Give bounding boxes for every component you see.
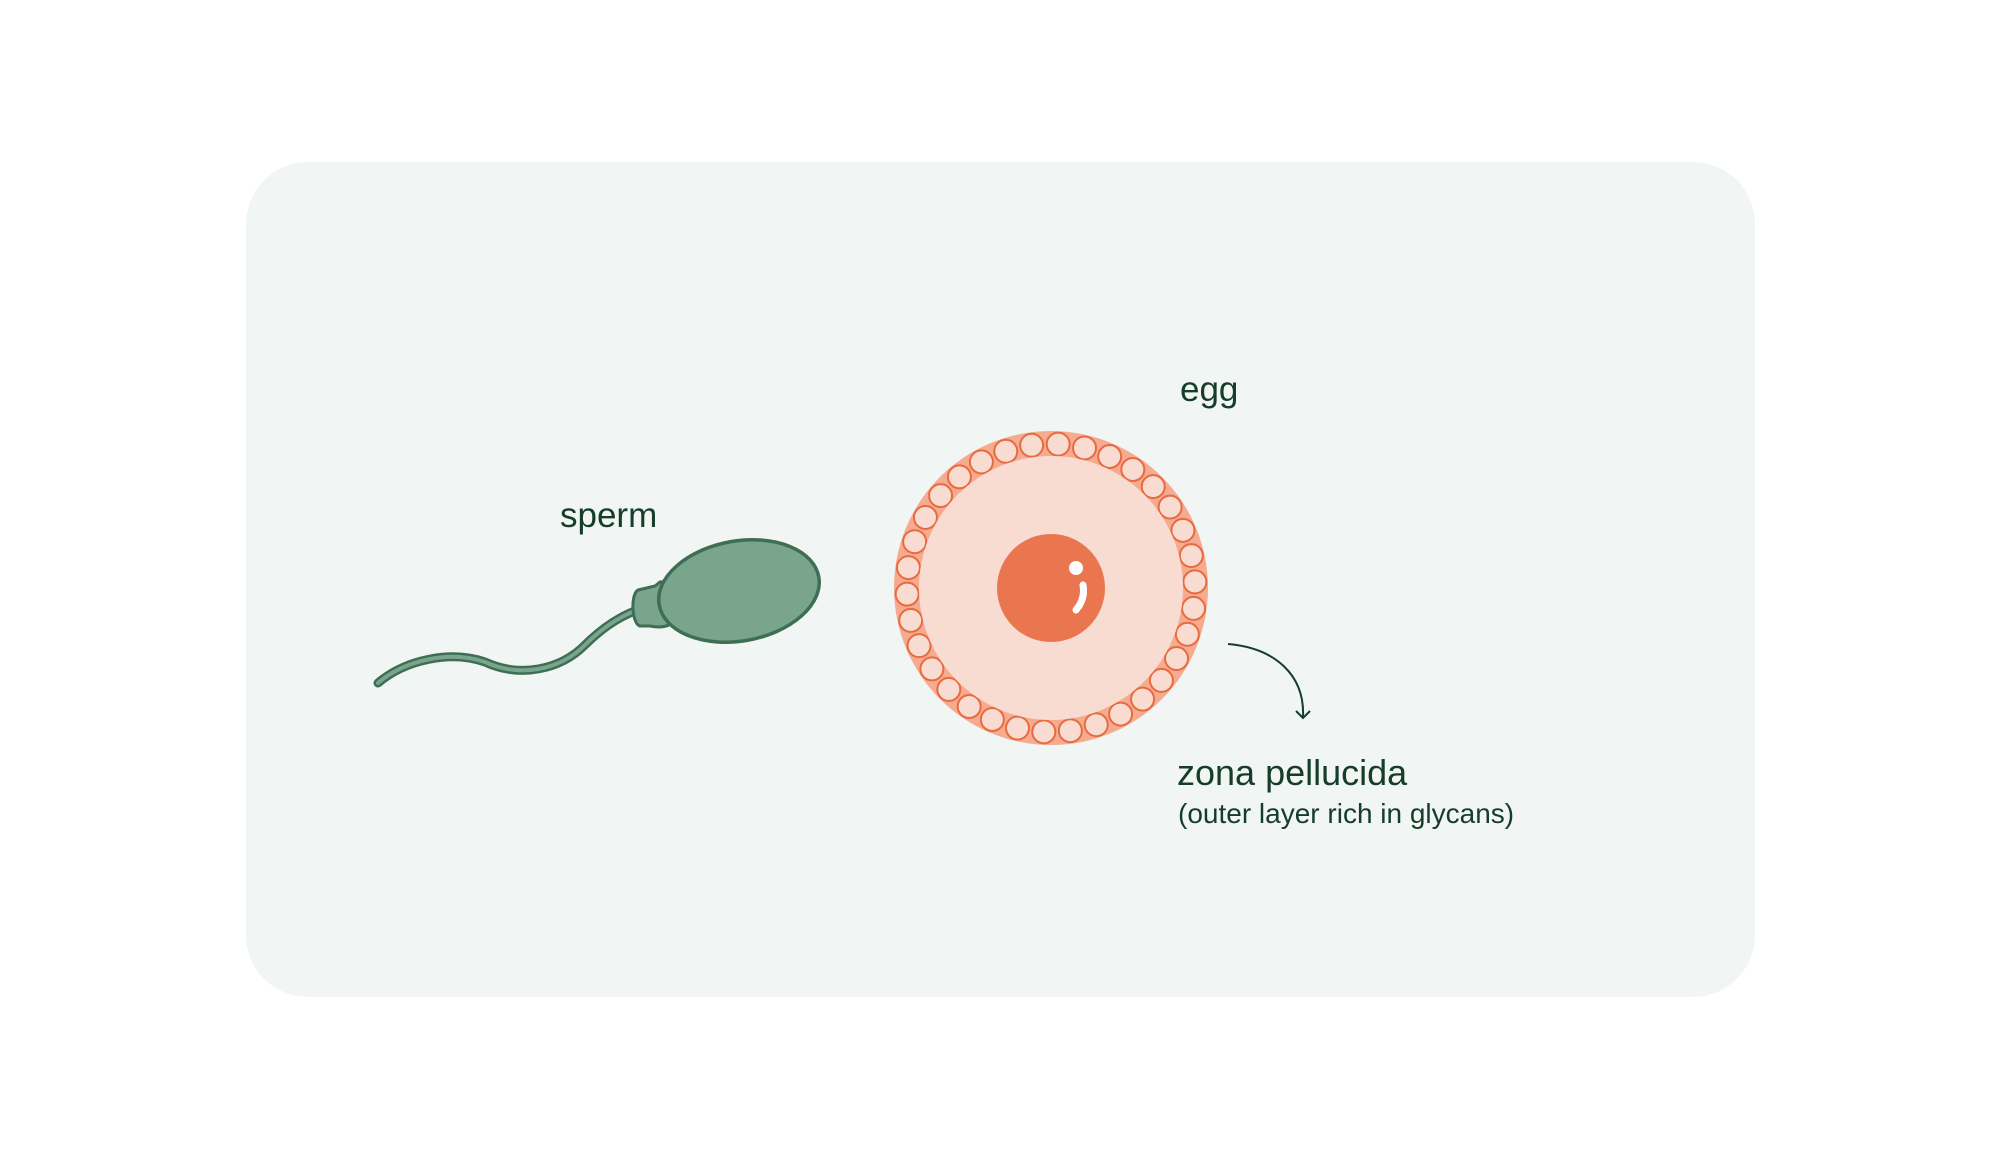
- corona-cell: [979, 707, 1005, 733]
- corona-cell: [1130, 686, 1156, 712]
- corona-cell: [1057, 718, 1083, 744]
- nucleus-highlight-dot: [1069, 561, 1083, 575]
- corona-cell: [895, 555, 921, 581]
- corona-cell: [1164, 646, 1190, 672]
- egg-nucleus: [997, 534, 1105, 642]
- corona-cell: [1182, 569, 1208, 595]
- corona-cell: [894, 581, 920, 607]
- corona-cell: [1108, 701, 1134, 727]
- corona-cell: [968, 449, 994, 475]
- zona-pellucida-label: zona pellucida: [1177, 752, 1408, 793]
- corona-cell: [1045, 431, 1071, 457]
- sperm-illustration: [373, 538, 821, 688]
- zona-pellucida-note: (outer layer rich in glycans): [1178, 798, 1515, 829]
- sperm-label: sperm: [560, 496, 658, 535]
- zona-pointer-arrow: [1227, 643, 1311, 720]
- corona-cell: [902, 529, 928, 555]
- corona-cell: [1157, 494, 1183, 520]
- corona-cell: [1178, 543, 1204, 569]
- corona-cell: [919, 656, 945, 682]
- corona-cell: [1120, 457, 1146, 483]
- corona-cell: [1019, 432, 1045, 458]
- corona-cell: [912, 504, 938, 530]
- corona-cell: [1181, 595, 1207, 621]
- corona-cell: [993, 438, 1019, 464]
- corona-cell: [1148, 667, 1174, 693]
- corona-cell: [946, 464, 972, 490]
- corona-cell: [1140, 474, 1166, 500]
- corona-cell: [936, 676, 962, 702]
- corona-cell: [898, 607, 924, 633]
- corona-cell: [1072, 435, 1098, 461]
- corona-cell: [1004, 715, 1030, 741]
- sperm-tail-fill: [376, 601, 657, 685]
- corona-cell: [956, 693, 982, 719]
- corona-cell: [1097, 443, 1123, 469]
- egg-label: egg: [1180, 370, 1239, 409]
- corona-cell: [928, 483, 954, 509]
- corona-cell: [1170, 517, 1196, 543]
- sperm-head: [657, 538, 821, 644]
- corona-cell: [906, 633, 932, 659]
- corona-cell: [1174, 621, 1200, 647]
- corona-cell: [1031, 719, 1057, 745]
- egg-illustration: [894, 431, 1208, 745]
- nucleus-highlight-arc: [1072, 581, 1087, 614]
- corona-cell: [1083, 712, 1109, 738]
- corona-cells: [894, 431, 1208, 745]
